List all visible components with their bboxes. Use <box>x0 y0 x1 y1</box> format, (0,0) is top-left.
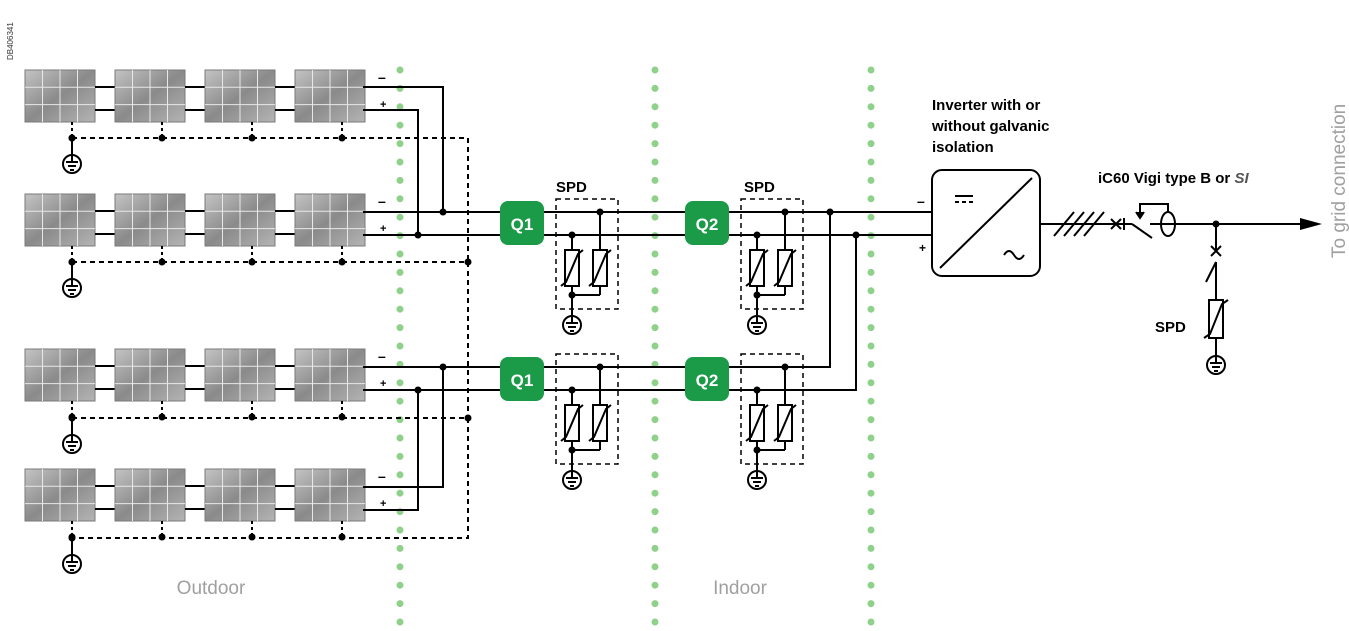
junction-dot <box>414 231 422 239</box>
pv-panel <box>24 468 96 522</box>
inverter-minus: – <box>917 193 925 209</box>
breaker-q2-bottom[interactable]: Q2 <box>685 357 729 401</box>
inverter[interactable] <box>931 169 1041 277</box>
polarity-plus: + <box>380 99 386 111</box>
dc-wiring <box>363 86 1300 511</box>
pv-panel <box>204 468 276 522</box>
breaker-q2-top[interactable]: Q2 <box>685 201 729 245</box>
three-phase-marks <box>1053 211 1105 237</box>
earth-icon <box>62 278 82 298</box>
breaker-q1-top[interactable]: Q1 <box>500 201 544 245</box>
polarity-minus: – <box>378 193 386 209</box>
polarity-plus: + <box>380 223 386 235</box>
spd-q1-top <box>555 198 619 335</box>
svg-text:Inverter with or: Inverter with or <box>932 97 1041 114</box>
earth-icon <box>747 315 767 335</box>
junction-dot <box>852 231 860 239</box>
pv-row-2: –+ <box>24 193 386 266</box>
document-id: DB406341 <box>6 22 15 60</box>
earth-icon <box>562 470 582 490</box>
junction-dot <box>464 414 472 422</box>
pv-arrays: –+–+–+–+ <box>24 69 386 541</box>
pv-panel <box>204 348 276 402</box>
grid-earth-icon <box>1206 355 1226 375</box>
zone-label-indoor: Indoor <box>713 578 768 599</box>
junction-dot <box>439 208 447 216</box>
dc-spd-units <box>555 198 804 490</box>
junction-dots <box>414 208 860 422</box>
pv-panel <box>24 193 96 247</box>
pv-panel <box>294 69 366 123</box>
inverter-plus: + <box>919 241 926 255</box>
svg-text:Q2: Q2 <box>696 371 719 390</box>
rcd-label: iC60 Vigi type B or SI <box>1098 170 1249 187</box>
earth-bonding-lines <box>72 137 469 539</box>
grid-spd[interactable] <box>1203 245 1229 356</box>
grid-arrow <box>1300 218 1322 230</box>
pv-panel <box>24 69 96 123</box>
spd-label-q1: SPD <box>556 179 587 196</box>
pv-panel <box>114 69 186 123</box>
earth-icon <box>62 554 82 574</box>
junction-dot <box>439 363 447 371</box>
svg-text:Q1: Q1 <box>511 215 534 234</box>
pv-row-1: –+ <box>24 69 386 142</box>
junction-dot <box>464 258 472 266</box>
rcd-breaker[interactable] <box>1110 203 1176 239</box>
pv-panel <box>114 348 186 402</box>
pv-panel <box>114 468 186 522</box>
pv-panel <box>204 193 276 247</box>
polarity-plus: + <box>380 378 386 390</box>
pv-panel <box>114 193 186 247</box>
spd-label-q2: SPD <box>744 179 775 196</box>
grid-connection-label: To grid connection <box>1329 104 1349 258</box>
earth-icon <box>62 154 82 174</box>
grid-spd-label: SPD <box>1155 319 1186 336</box>
junction-dot <box>414 386 422 394</box>
spd-q1-bottom <box>555 353 619 490</box>
pv-panel <box>24 348 96 402</box>
zone-separators <box>396 66 875 631</box>
earth-icon <box>1206 355 1226 375</box>
svg-text:without galvanic: without galvanic <box>931 118 1050 135</box>
breaker-q1-bottom[interactable]: Q1 <box>500 357 544 401</box>
polarity-plus: + <box>380 498 386 510</box>
pv-panel <box>294 193 366 247</box>
earth-icon <box>747 470 767 490</box>
earth-icon <box>62 434 82 454</box>
svg-text:isolation: isolation <box>932 139 994 156</box>
junction-dot <box>826 208 834 216</box>
spd-q2-top <box>740 198 804 335</box>
svg-text:Q1: Q1 <box>511 371 534 390</box>
pv-row-4: –+ <box>24 468 386 541</box>
inverter-label: Inverter with or without galvanic isolat… <box>931 97 1050 156</box>
spd-q2-bottom <box>740 353 804 490</box>
pv-panel <box>204 69 276 123</box>
pv-panel <box>294 348 366 402</box>
polarity-minus: – <box>378 468 386 484</box>
earth-icon <box>562 315 582 335</box>
zone-label-outdoor: Outdoor <box>177 578 246 599</box>
polarity-minus: – <box>378 348 386 364</box>
polarity-minus: – <box>378 69 386 85</box>
pv-row-3: –+ <box>24 348 386 421</box>
array-earth-symbols <box>62 134 82 574</box>
svg-text:Q2: Q2 <box>696 215 719 234</box>
pv-panel <box>294 468 366 522</box>
